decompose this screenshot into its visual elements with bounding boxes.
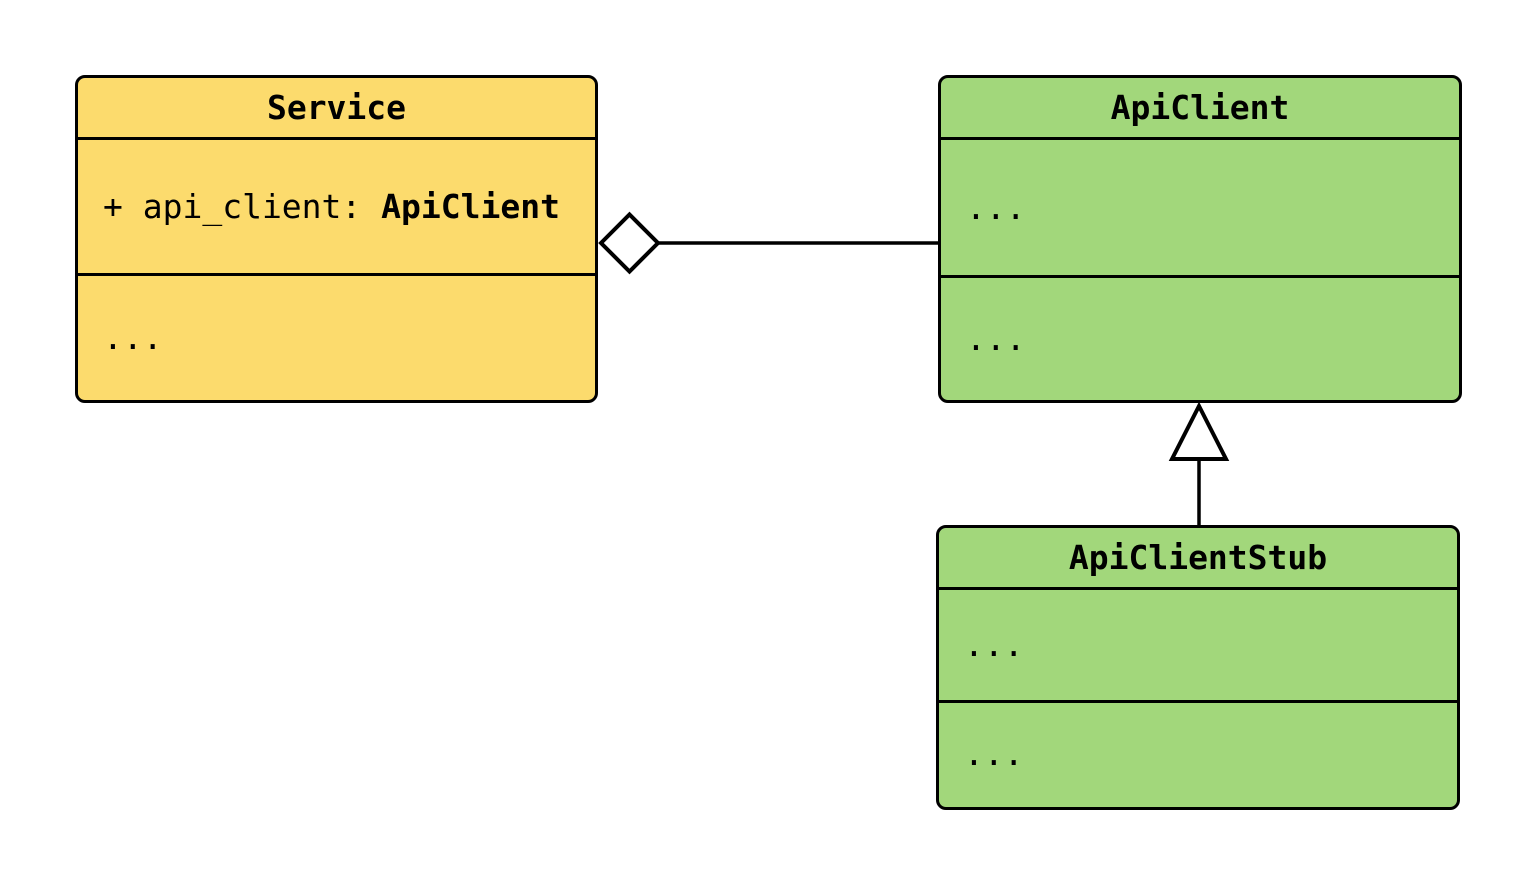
class-apiclientstub-methods-section: ...	[939, 703, 1457, 804]
attribute-prefix-text: + api_client:	[103, 186, 382, 226]
methods-placeholder-text: ...	[966, 319, 1026, 359]
class-service-methods-section: ...	[78, 276, 595, 400]
class-node-apiclientstub[interactable]: ApiClientStub ... ...	[936, 525, 1460, 810]
class-apiclientstub-attributes-section: ...	[939, 590, 1457, 703]
class-service-attributes-section: + api_client: ApiClient	[78, 140, 595, 276]
attributes-placeholder-text: ...	[966, 187, 1026, 227]
class-apiclient-methods-section: ...	[941, 278, 1459, 400]
inheritance-triangle-icon	[1168, 401, 1230, 461]
attribute-item: + api_client: ApiClient	[103, 187, 560, 227]
methods-placeholder-text: ...	[103, 318, 163, 358]
class-node-apiclient[interactable]: ApiClient ... ...	[938, 75, 1462, 403]
class-apiclientstub-title: ApiClientStub	[939, 528, 1457, 590]
class-apiclient-title: ApiClient	[941, 78, 1459, 140]
class-service-title: Service	[78, 78, 595, 140]
methods-placeholder-text: ...	[964, 733, 1024, 773]
attributes-placeholder-text: ...	[964, 625, 1024, 665]
attribute-type-text: ApiClient	[381, 186, 560, 226]
aggregation-diamond-icon	[598, 211, 661, 275]
class-apiclient-attributes-section: ...	[941, 140, 1459, 278]
class-node-service[interactable]: Service + api_client: ApiClient ...	[75, 75, 598, 403]
